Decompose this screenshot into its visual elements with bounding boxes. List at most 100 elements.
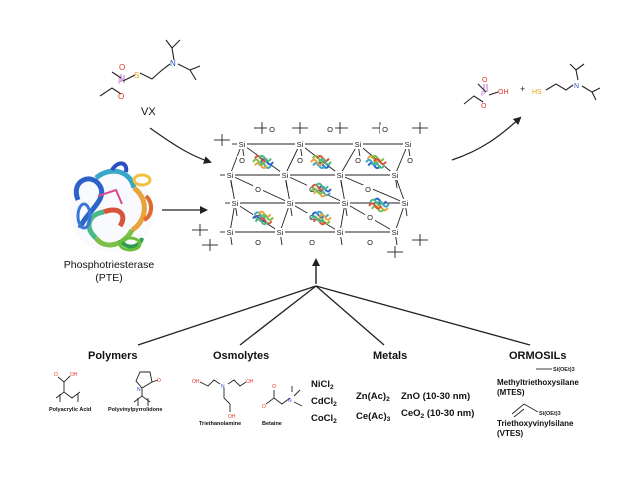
silicon-atom: Si [392, 171, 399, 180]
atom-background [325, 125, 335, 134]
silicon-atom: Si [239, 140, 246, 149]
pte-ribbon [365, 158, 379, 166]
product-phosphonic-acid [463, 83, 499, 105]
mtes-label: Methyltriethoxysilane (MTES) [497, 378, 579, 398]
silicon-atom: Si [355, 140, 362, 149]
pte-label-line2: (PTE) [95, 272, 123, 284]
atom-background [390, 228, 400, 237]
atom-background [237, 140, 247, 149]
pvp-n-atom: N [137, 387, 141, 393]
atom-background [307, 238, 317, 247]
atom-background [253, 185, 263, 194]
mtes-si-group: Si(OEt)3 [553, 367, 575, 373]
betaine-structure [265, 386, 303, 407]
pte-ribbon [311, 211, 326, 219]
tea-n-atom: N [221, 384, 225, 390]
oxygen-atom: O [309, 238, 315, 247]
product-n-atom: N [574, 83, 579, 90]
oxygen-atom: O [365, 185, 371, 194]
network-bond [284, 143, 301, 176]
oxygen-atom: O [367, 213, 373, 222]
paa-oh-atom: OH [70, 372, 78, 378]
pte-ribbon [260, 213, 274, 221]
paa-o-atom: O [54, 372, 58, 378]
oxygen-atom: O [367, 238, 373, 247]
silicon-atom: Si [232, 199, 239, 208]
pte-ribbon [369, 198, 384, 206]
silicon-atom: Si [282, 171, 289, 180]
oxygen-atom: O [255, 238, 261, 247]
mtes-name: Methyltriethoxysilane [497, 378, 579, 387]
silicon-atom: Si [277, 228, 284, 237]
vx-o-ester: O [118, 92, 124, 101]
pvp-o-atom: O [157, 378, 161, 384]
osmolytes-heading: Osmolytes [213, 350, 270, 362]
pte-label-line1: Phosphotriesterase [63, 259, 155, 271]
atom-background [405, 156, 415, 165]
ceo2-label: CeO2 (10-30 nm) [401, 408, 475, 420]
pte-ribbon [374, 204, 389, 212]
atom-background [275, 228, 285, 237]
betaine-o-minus: O [262, 404, 266, 410]
pte-ribbon [310, 215, 324, 223]
betaine-o-double: O [272, 384, 276, 390]
atom-background [225, 171, 235, 180]
pte-ribbon [252, 158, 266, 166]
pte-ribbon [368, 202, 382, 210]
metals-col1: NiCl2 CdCl2 CoCl2 [311, 378, 337, 429]
pte-ribbon [366, 155, 381, 163]
znac2-label: Zn(Ac)2 [356, 391, 390, 403]
triethanolamine-label: Triethanolamine [199, 421, 242, 427]
pte-ribbon [376, 200, 390, 208]
atom-background [225, 228, 235, 237]
encapsulated-pte [310, 154, 332, 170]
oxygen-atom: O [269, 125, 275, 134]
silicon-atom: Si [227, 228, 234, 237]
polymers-heading: Polymers [88, 350, 138, 362]
pte-ribbon [373, 158, 387, 166]
vx-s-atom: S [134, 71, 139, 80]
pte-protein-image [70, 161, 154, 252]
encapsulated-pte [365, 154, 387, 170]
vx-n-atom: N [170, 59, 176, 68]
vx-label: VX [141, 106, 156, 118]
pte-ribbon [315, 182, 329, 190]
tea-oh-left: OH [192, 379, 200, 385]
product-oh-label: OH [498, 89, 509, 96]
product-plus: + [520, 84, 525, 94]
oxygen-atom: O [407, 156, 413, 165]
encapsulated-pte [252, 210, 274, 226]
atom-background [380, 125, 390, 134]
vx-molecule [99, 39, 201, 97]
oxygen-atom: O [382, 125, 388, 134]
cocl2-label: CoCl2 [311, 413, 337, 425]
product-p-atom: P [481, 91, 486, 98]
vtes-vinyl-bond [511, 403, 539, 415]
vtes-name: Triethoxyvinylsilane [497, 419, 574, 428]
silicon-atom: Si [227, 171, 234, 180]
atom-background [363, 185, 373, 194]
silicon-atom: Si [402, 199, 409, 208]
polyacrylic-acid-structure [55, 375, 81, 402]
cdcl2-label: CdCl2 [311, 396, 337, 408]
atom-background [267, 125, 277, 134]
atom-background [253, 238, 263, 247]
encapsulated-pte [368, 197, 390, 213]
pte-ribbon [310, 158, 324, 166]
pte-ribbon [258, 217, 273, 225]
atom-background [340, 199, 350, 208]
betaine-label: Betaine [262, 421, 282, 427]
atom-background [295, 140, 305, 149]
oxygen-atom: O [255, 185, 261, 194]
vtes-si-group: Si(OEt)3 [539, 411, 561, 417]
ormosils-heading: ORMOSILs [509, 350, 567, 362]
atom-background [335, 228, 345, 237]
oxygen-atom: O [239, 156, 245, 165]
mtes-abbr: (MTES) [497, 388, 525, 397]
vx-p-atom: P [118, 77, 123, 86]
vtes-label: Triethoxyvinylsilane (VTES) [497, 419, 573, 439]
polyacrylic-acid-label: Polyacrylic Acid [49, 407, 92, 413]
atom-background [403, 140, 413, 149]
encapsulated-pte [310, 182, 332, 198]
